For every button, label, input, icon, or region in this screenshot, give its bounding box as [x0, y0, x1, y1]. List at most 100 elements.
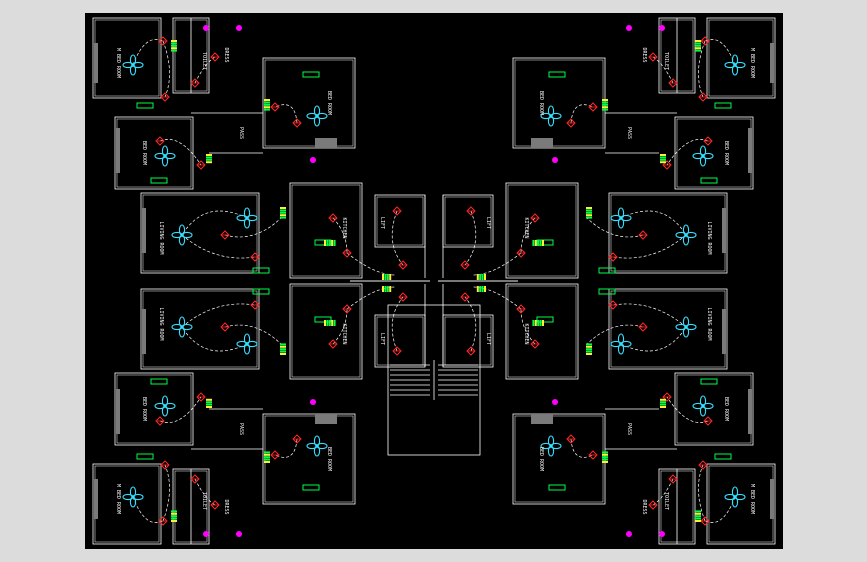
- switch-icon: [602, 101, 608, 104]
- wire-run: [162, 40, 170, 98]
- light-diamond: [342, 304, 352, 314]
- light-point-icon: [190, 78, 200, 88]
- light-diamond: [220, 230, 230, 240]
- room-label: TOILET: [201, 492, 207, 510]
- room-label: TOILET: [663, 492, 669, 510]
- switch-icon: [479, 274, 482, 280]
- light-point-icon: [270, 450, 280, 460]
- wire-run: [620, 210, 687, 236]
- room-label: LIFT: [485, 333, 491, 345]
- ceiling-fan-icon: [610, 333, 632, 355]
- wall-inner: [676, 374, 752, 444]
- switch-group-icon: [532, 320, 544, 326]
- light-diamond: [698, 460, 708, 470]
- light-diamond: [328, 213, 338, 223]
- switch-group-icon: [206, 398, 212, 408]
- room-label: M BED ROOM: [115, 48, 121, 78]
- light-point-icon: [392, 206, 402, 216]
- walls-layer: [92, 17, 776, 545]
- light-point-icon: [466, 206, 476, 216]
- switch-icon: [382, 286, 384, 292]
- light-diamond: [566, 118, 576, 128]
- ceiling-fan-icon: [236, 333, 258, 355]
- socket-icon: [236, 25, 242, 31]
- light-point-icon: [703, 136, 713, 146]
- switch-icon: [206, 158, 212, 161]
- wall-inner: [708, 19, 774, 97]
- light-point-icon: [328, 339, 338, 349]
- wiring-layer: [132, 39, 736, 523]
- ceiling-fan-icon: [675, 316, 697, 338]
- switch-group-icon: [382, 274, 392, 280]
- light-diamond: [566, 434, 576, 444]
- room-label: BED ROOM: [538, 447, 544, 471]
- light-diamond: [700, 516, 710, 526]
- wire-run: [620, 326, 687, 352]
- fan-hub: [619, 342, 623, 346]
- switch-icon: [171, 40, 177, 42]
- switch-icon: [602, 458, 608, 461]
- switch-icon: [660, 403, 666, 406]
- room-label: BED ROOM: [326, 447, 332, 471]
- light-point-icon: [516, 248, 526, 258]
- light-point-icon: [155, 416, 165, 426]
- switch-icon: [206, 403, 212, 406]
- light-point-icon: [662, 392, 672, 402]
- room-label: LIFT: [379, 217, 385, 229]
- switch-icon: [264, 106, 270, 109]
- wire-run: [704, 39, 736, 66]
- switch-board-icon: [302, 484, 320, 491]
- light-diamond: [158, 516, 168, 526]
- light-point-icon: [530, 339, 540, 349]
- ceiling-fan-icon: [122, 54, 144, 76]
- switch-icon: [206, 398, 212, 401]
- wall-hatch: [142, 309, 146, 354]
- fan-hub: [733, 495, 737, 499]
- light-diamond: [220, 322, 230, 332]
- switch-icon: [484, 274, 486, 280]
- socket-icon: [310, 399, 316, 405]
- light-diamond: [608, 300, 618, 310]
- wall-outline: [289, 182, 363, 279]
- light-diamond: [698, 92, 708, 102]
- light-diamond: [608, 252, 618, 262]
- wall-hatch: [315, 414, 337, 424]
- switch-group-icon: [324, 240, 336, 246]
- light-point-icon: [668, 78, 678, 88]
- switch-board-icon: [314, 239, 332, 246]
- wall-outline: [608, 288, 728, 370]
- switch-icon: [476, 274, 479, 280]
- wall-outline: [114, 372, 194, 446]
- light-point-icon: [700, 516, 710, 526]
- switch-icon: [280, 343, 286, 346]
- ceiling-fan-icon: [171, 224, 193, 246]
- switch-board-icon: [136, 453, 154, 460]
- light-point-icon: [662, 160, 672, 170]
- wall-hatch: [722, 208, 726, 253]
- wire-run: [132, 39, 164, 66]
- switch-icon: [331, 240, 334, 246]
- switch-icon: [264, 458, 270, 461]
- ceiling-fan-icon: [122, 486, 144, 508]
- light-diamond: [328, 339, 338, 349]
- socket-icon: [203, 25, 209, 31]
- switch-icon: [586, 348, 592, 351]
- switch-icon: [695, 44, 701, 47]
- switch-group-icon: [586, 207, 592, 219]
- fan-hub: [245, 216, 249, 220]
- light-point-icon: [703, 416, 713, 426]
- wall-outline: [92, 463, 162, 545]
- light-point-icon: [588, 102, 598, 112]
- light-diamond: [638, 230, 648, 240]
- ceiling-fan-icon: [306, 435, 328, 457]
- switch-icon: [171, 42, 177, 45]
- socket-icon: [552, 157, 558, 163]
- light-diamond: [160, 460, 170, 470]
- light-diamond: [466, 346, 476, 356]
- wire-run: [181, 210, 248, 236]
- light-diamond: [700, 36, 710, 46]
- room-label: BED ROOM: [723, 397, 729, 421]
- wire-run: [652, 56, 674, 84]
- room-label: BED ROOM: [538, 91, 544, 115]
